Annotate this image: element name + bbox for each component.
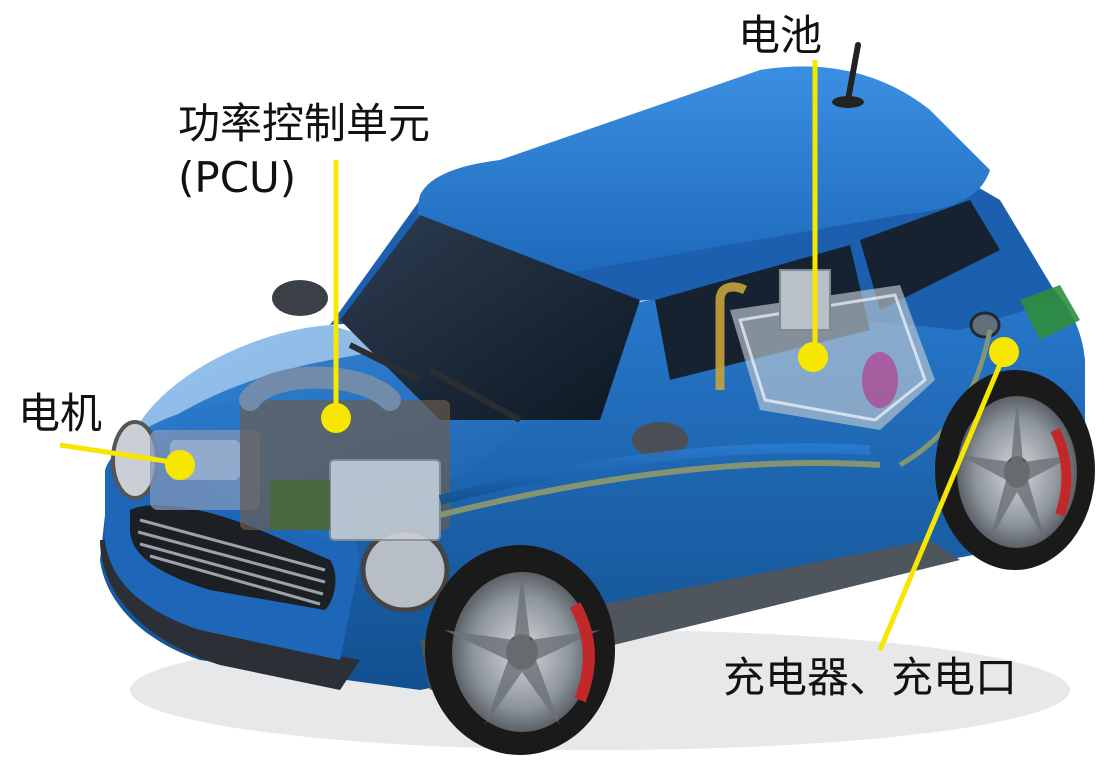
charge-port bbox=[969, 311, 1001, 339]
battery-pipe bbox=[715, 282, 748, 390]
battery-reel bbox=[862, 352, 898, 408]
charger-box bbox=[1020, 285, 1080, 340]
cutaway-components bbox=[150, 269, 1080, 541]
roof bbox=[417, 66, 990, 290]
label-battery: 电池 bbox=[738, 11, 822, 60]
leader-dot-pcu bbox=[321, 403, 351, 433]
right-headlight bbox=[360, 527, 450, 613]
hv-cable-2 bbox=[439, 460, 881, 518]
label-pcu-line2: (PCU) bbox=[178, 153, 296, 202]
leader-line-motor bbox=[59, 442, 179, 466]
wiper-1 bbox=[348, 342, 422, 383]
front-wheel bbox=[425, 545, 615, 755]
pcu-cooler bbox=[329, 459, 441, 541]
pcu-pipe bbox=[239, 366, 401, 411]
antenna-base bbox=[832, 96, 864, 108]
label-pcu-line1: 功率控制单元 bbox=[178, 99, 430, 148]
battery-frame bbox=[738, 293, 927, 422]
antenna bbox=[845, 42, 861, 103]
leader-dot-charger bbox=[989, 337, 1019, 367]
label-motor: 电机 bbox=[18, 389, 102, 438]
leader-dot-motor bbox=[165, 450, 195, 480]
windshield bbox=[340, 215, 640, 420]
battery-module bbox=[779, 269, 831, 331]
leader-dots bbox=[165, 337, 1019, 480]
leader-dot-battery bbox=[798, 342, 828, 372]
hv-cable-1 bbox=[438, 443, 871, 505]
leader-line-charger bbox=[877, 354, 1007, 651]
right-mirror bbox=[632, 422, 688, 458]
left-mirror bbox=[272, 280, 328, 316]
grille-slats bbox=[137, 518, 326, 606]
label-charger: 充电器、充电口 bbox=[723, 653, 1017, 702]
rear-wheel bbox=[935, 370, 1095, 570]
circuit-board bbox=[270, 480, 330, 530]
leader-lines bbox=[59, 60, 1007, 651]
side-window-rear bbox=[860, 200, 1000, 310]
front-fascia bbox=[111, 420, 450, 613]
wiper-2 bbox=[428, 367, 522, 423]
front-bumper bbox=[100, 540, 360, 690]
rear-brake-caliper bbox=[1050, 427, 1072, 517]
front-brake-caliper bbox=[569, 602, 595, 703]
